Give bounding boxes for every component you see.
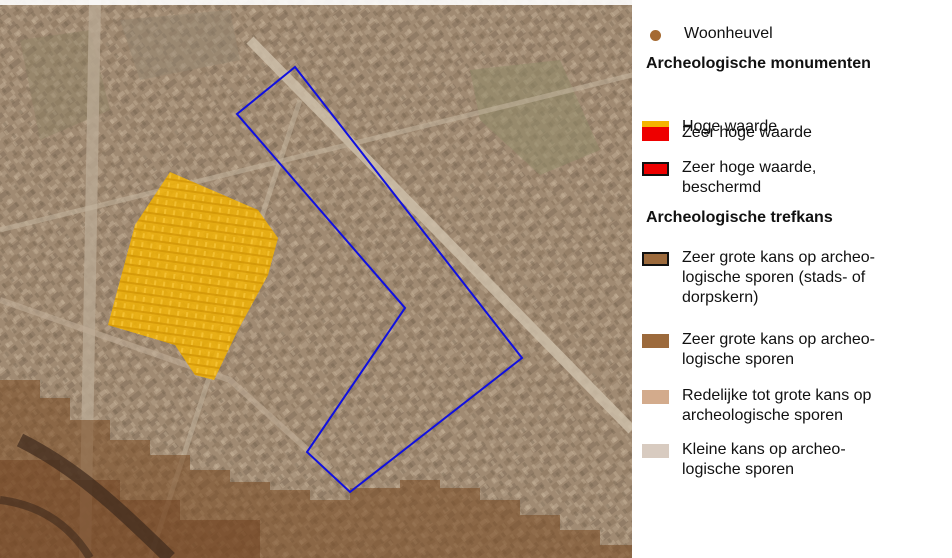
legend-item-very-high-value: Zeer hoge waarde	[642, 123, 948, 143]
map-canvas[interactable]	[0, 0, 632, 558]
map-legend: Woonheuvel Archeologische monumenten Hog…	[632, 0, 952, 558]
park-area	[120, 10, 240, 80]
legend-label: Redelijke tot grote kans op archeologisc…	[682, 387, 872, 424]
legend-item-chance-reasonable: Redelijke tot grote kans op archeologisc…	[642, 386, 948, 426]
attribution-strip	[0, 0, 632, 5]
legend-swatch	[642, 390, 669, 404]
road	[0, 72, 632, 233]
legend-swatch	[642, 334, 669, 348]
canal	[16, 433, 175, 558]
legend-label: Kleine kans op archeo- logische sporen	[682, 441, 846, 478]
legend-item-very-high-value-protected: Zeer hoge waarde, beschermd	[642, 158, 948, 198]
canal	[0, 496, 94, 558]
legend-item-settlement-mound: Woonheuvel	[642, 24, 948, 44]
legend-item-chance-core: Zeer grote kans op archeo- logische spor…	[642, 248, 948, 308]
legend-swatch	[642, 444, 669, 458]
high-chance-zone-core	[0, 460, 260, 558]
legend-label: Hoge waarde	[682, 118, 778, 135]
study-area-outline[interactable]	[235, 65, 524, 494]
map-view[interactable]	[0, 0, 632, 558]
legend-swatch	[642, 162, 669, 176]
legend-label: Zeer hoge waarde	[682, 124, 812, 141]
road	[246, 36, 632, 434]
monument-high-value-texture	[108, 172, 278, 380]
road	[0, 297, 333, 473]
legend-label: Zeer hoge waarde, beschermd	[682, 159, 817, 196]
legend-item-chance-small: Kleine kans op archeo- logische sporen	[642, 440, 948, 480]
legend-swatch	[642, 252, 669, 266]
legend-item-chance-very-high: Zeer grote kans op archeo- logische spor…	[642, 330, 948, 370]
legend-swatch	[642, 127, 669, 141]
legend-heading-monuments: Archeologische monumenten	[646, 55, 871, 72]
settlement-mound-icon	[650, 30, 661, 41]
legend-label: Woonheuvel	[684, 25, 773, 42]
legend-heading-chance: Archeologische trefkans	[646, 209, 833, 226]
legend-label: Zeer grote kans op archeo- logische spor…	[682, 249, 875, 306]
legend-label: Zeer grote kans op archeo- logische spor…	[682, 331, 875, 368]
high-chance-zone	[0, 380, 632, 558]
